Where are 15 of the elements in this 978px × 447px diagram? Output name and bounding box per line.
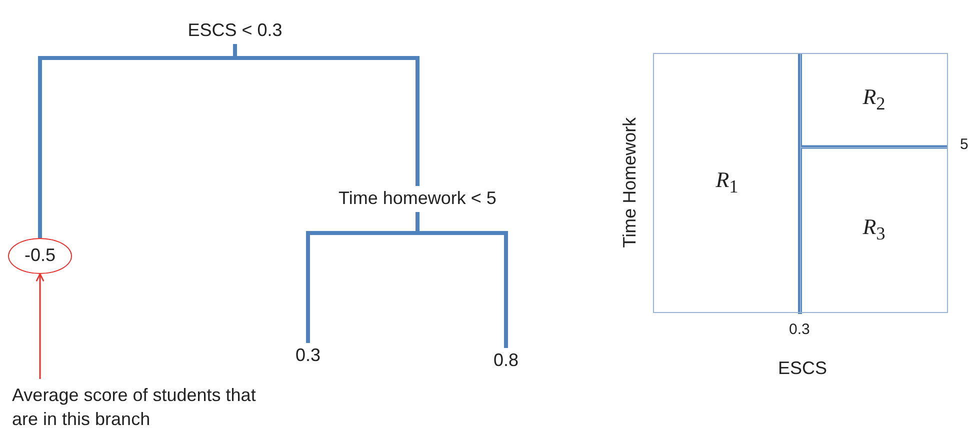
tick-label: 0.3 <box>789 321 810 338</box>
region-box: R$_{3}$ <box>800 147 948 313</box>
region-box: R$_{1}$ <box>653 53 801 313</box>
leaf-value: 0.8 <box>486 348 526 374</box>
annotation-text: Average score of students that are in this branch <box>12 383 274 433</box>
tick-label: 5 <box>960 136 968 153</box>
tree-branch <box>233 44 420 186</box>
axis-title: Time Homework <box>620 116 640 250</box>
split-condition: Time homework < 5 <box>310 186 525 212</box>
axis-title: ESCS <box>778 358 828 379</box>
region-box: R$_{2}$ <box>800 53 948 148</box>
split-condition: ESCS < 0.3 <box>170 18 300 44</box>
circled-leaf-value: -0.5 <box>8 238 72 274</box>
leader-arrow <box>36 273 44 379</box>
leaf-value: 0.3 <box>288 343 328 369</box>
